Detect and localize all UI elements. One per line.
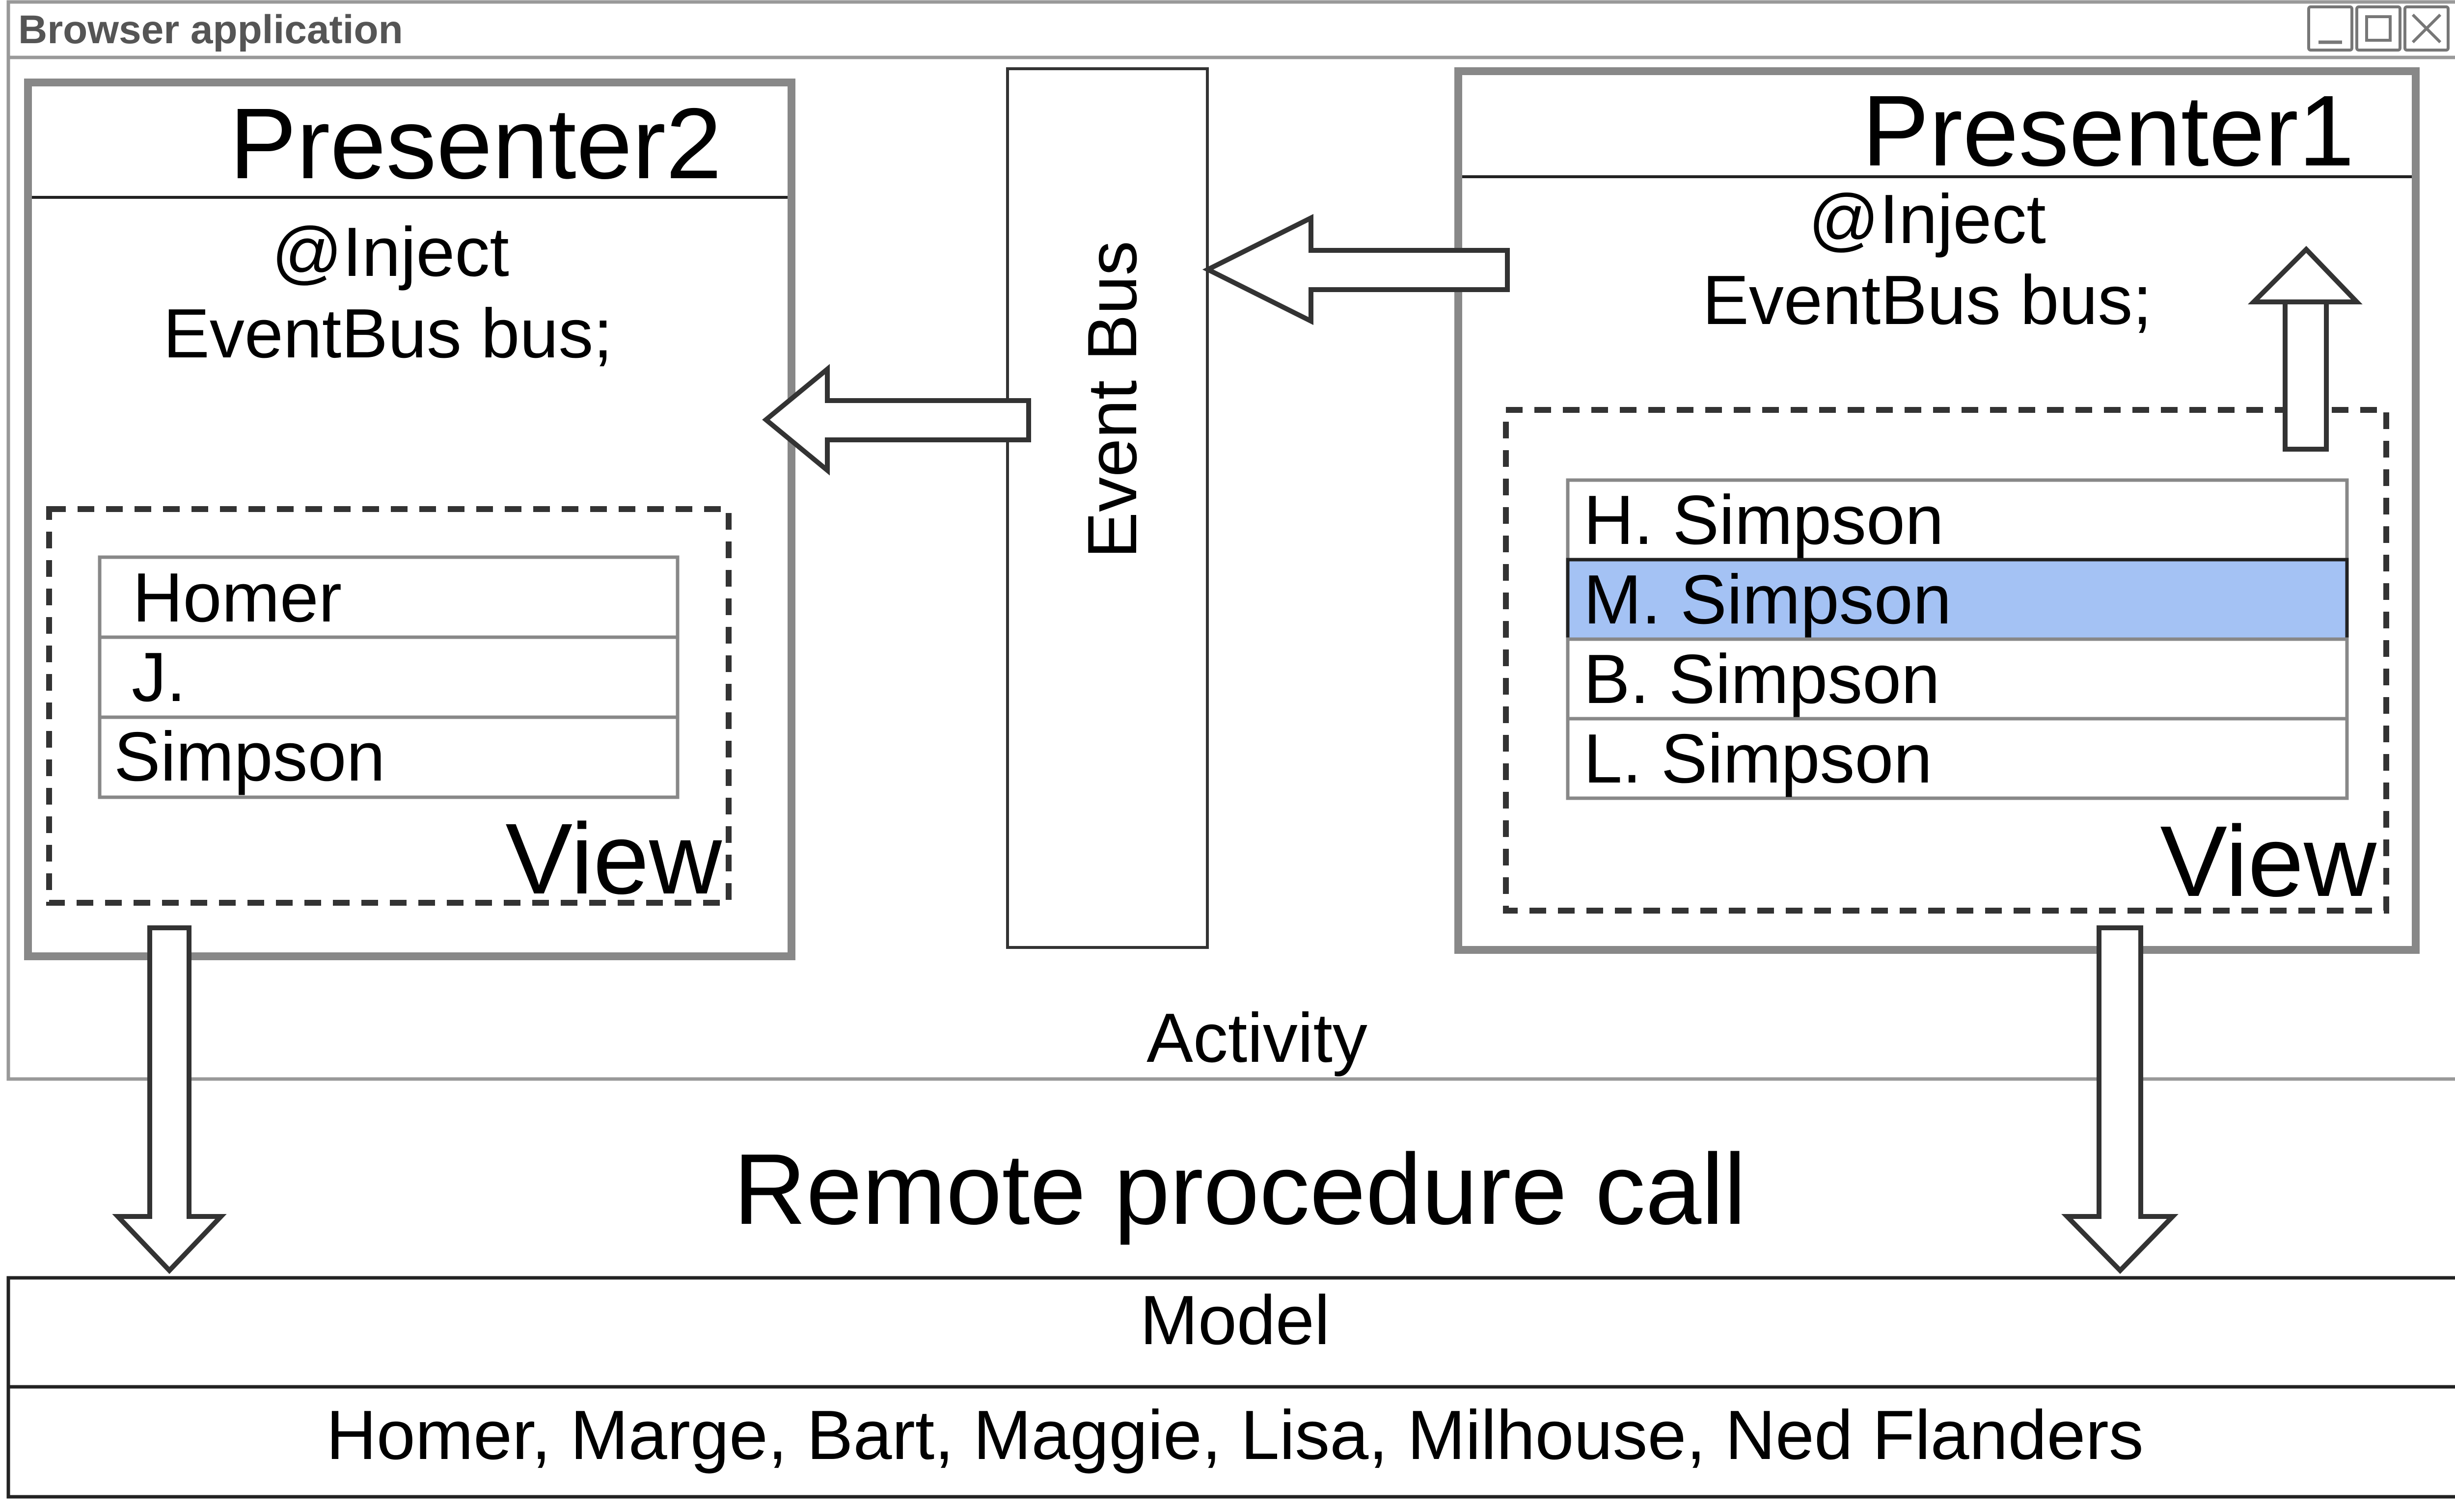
presenter2-title: Presenter2 bbox=[229, 87, 722, 200]
presenter2-view-boundary bbox=[46, 506, 732, 906]
close-icon[interactable] bbox=[2403, 5, 2450, 52]
first-name-field[interactable] bbox=[98, 555, 680, 639]
presenter2-inject-annotation: @Inject bbox=[272, 213, 509, 291]
arrow-presenter1-to-eventbus-icon bbox=[1202, 214, 1510, 325]
arrow-presenter2-to-model-icon bbox=[112, 925, 227, 1274]
list-item[interactable] bbox=[1566, 478, 2349, 562]
list-item[interactable] bbox=[1566, 717, 2349, 800]
list-item-label: L. Simpson bbox=[1583, 720, 1932, 798]
list-item-label: H. Simpson bbox=[1583, 481, 1944, 559]
presenter2-name-form: Homer J. Simpson bbox=[98, 555, 680, 799]
presenter1-title: Presenter1 bbox=[1862, 75, 2354, 187]
arrow-eventbus-to-presenter2-icon bbox=[762, 364, 1031, 476]
presenter2-eventbus-field: EventBus bus; bbox=[163, 295, 613, 373]
presenter1-view-label: View bbox=[2160, 805, 2377, 918]
presenter2-view-label: View bbox=[505, 803, 722, 915]
list-item[interactable] bbox=[1566, 637, 2349, 721]
list-item-label: B. Simpson bbox=[1583, 640, 1940, 718]
event-bus: Event Bus bbox=[1006, 67, 1209, 949]
presenter1-panel: Presenter1 @Inject EventBus bus; View H.… bbox=[1454, 67, 2420, 954]
event-bus-box bbox=[1006, 67, 1209, 949]
last-name-value: Simpson bbox=[114, 718, 385, 796]
list-item-label: M. Simpson bbox=[1583, 561, 1952, 639]
middle-initial-field[interactable] bbox=[98, 635, 680, 719]
model-title: Model bbox=[1140, 1281, 1330, 1359]
model-panel: Model Homer, Marge, Bart, Maggie, Lisa, … bbox=[6, 1276, 2455, 1499]
arrow-view1-to-presenter1-icon bbox=[2247, 245, 2363, 452]
rpc-label: Remote procedure call bbox=[734, 1133, 1746, 1245]
last-name-field[interactable] bbox=[98, 715, 680, 799]
list-item-selected[interactable] bbox=[1566, 558, 2349, 641]
presenter1-eventbus-field: EventBus bus; bbox=[1702, 261, 2152, 339]
presenter1-inject-annotation: @Inject bbox=[1808, 180, 2046, 258]
presenter2-panel: Presenter2 @Inject EventBus bus; View Ho… bbox=[24, 79, 795, 960]
simpson-list: H. Simpson M. Simpson B. Simpson L. Simp… bbox=[1566, 478, 2349, 800]
model-content: Homer, Marge, Bart, Maggie, Lisa, Milhou… bbox=[326, 1396, 2144, 1474]
presenter1-view-boundary bbox=[1503, 407, 2389, 914]
first-name-value: Homer bbox=[133, 559, 342, 637]
presenter2-frame bbox=[24, 79, 795, 960]
maximize-icon[interactable] bbox=[2355, 5, 2401, 52]
event-bus-label: Event Bus bbox=[1073, 241, 1151, 558]
arrow-presenter1-to-model-icon bbox=[2061, 925, 2179, 1274]
middle-initial-value: J. bbox=[132, 638, 186, 716]
activity-label: Activity bbox=[1146, 999, 1367, 1077]
minimize-icon[interactable] bbox=[2307, 5, 2353, 52]
window-title: Browser application bbox=[18, 7, 403, 52]
